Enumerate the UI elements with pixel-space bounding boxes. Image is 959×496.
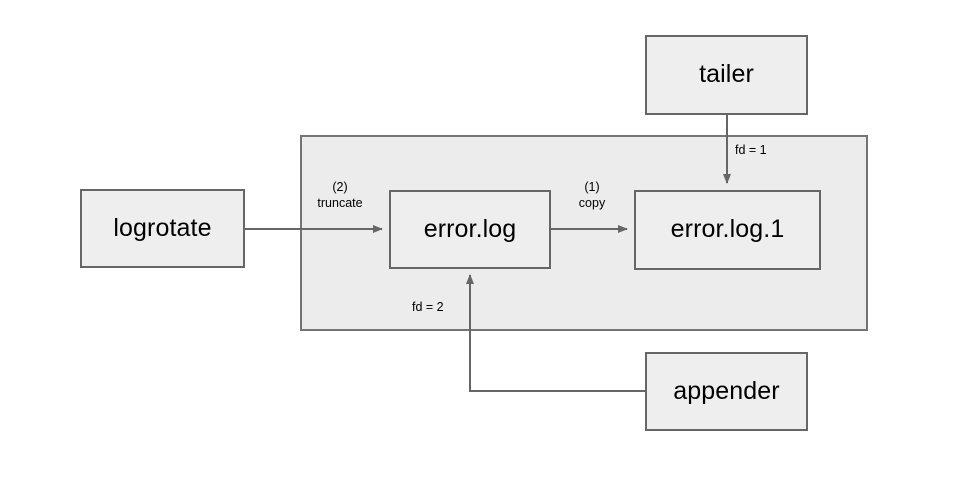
edge-label-copy-line1: (1) <box>584 180 600 194</box>
edge-label-copy: (1) copy <box>553 180 631 211</box>
edge-label-fd-1-text: fd = 1 <box>735 143 767 157</box>
node-error-log-1-label: error.log.1 <box>670 215 785 244</box>
node-error-log-1[interactable]: error.log.1 <box>634 190 821 270</box>
node-tailer[interactable]: tailer <box>645 35 808 115</box>
edge-label-truncate-line2: truncate <box>317 195 363 210</box>
edge-appender-to-error-log <box>466 274 645 392</box>
edge-label-fd-2: fd = 2 <box>412 300 462 316</box>
edge-label-copy-line2: copy <box>578 195 606 210</box>
node-logrotate[interactable]: logrotate <box>80 189 245 268</box>
node-error-log[interactable]: error.log <box>389 190 551 269</box>
edge-label-truncate-line1: (2) <box>332 180 348 194</box>
node-appender-label: appender <box>673 376 780 405</box>
node-appender[interactable]: appender <box>645 352 808 431</box>
node-error-log-label: error.log <box>423 214 517 243</box>
edge-label-fd-2-text: fd = 2 <box>412 300 444 314</box>
node-tailer-label: tailer <box>699 60 754 89</box>
edge-label-fd-1: fd = 1 <box>735 143 767 159</box>
node-logrotate-label: logrotate <box>113 213 212 242</box>
edge-label-truncate: (2) truncate <box>300 180 380 211</box>
